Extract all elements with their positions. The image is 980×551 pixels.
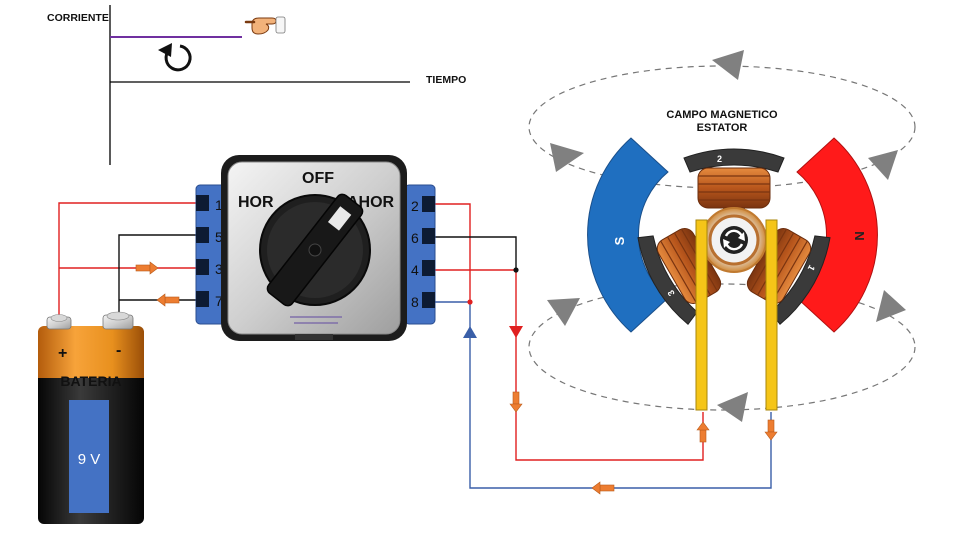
- y-axis-label: CORRIENTE: [47, 12, 109, 24]
- terminal-label: 7: [215, 293, 223, 309]
- junction-dot: [467, 299, 473, 305]
- wire-battery-minus-to-5: [118, 234, 196, 318]
- coil-label: 2: [717, 154, 722, 164]
- coil-label: 3: [666, 288, 677, 297]
- wire-2-to-8: [432, 203, 471, 302]
- battery-plus-sign: +: [58, 345, 67, 362]
- terminal-label: 6: [411, 230, 419, 246]
- terminal-label: 8: [411, 294, 419, 310]
- field-line-lower: [528, 283, 916, 411]
- rotation-arrows-icon: [723, 229, 745, 251]
- battery: + - BATERIA 9 V: [38, 311, 144, 524]
- field-arrow-icon: [550, 143, 584, 172]
- switch-position-off: OFF: [302, 170, 334, 187]
- current-flow-arrows: [135, 261, 778, 495]
- current-direction-up-triangle: [463, 326, 477, 338]
- switch-knob[interactable]: [259, 192, 371, 308]
- north-pole-magnet: [796, 137, 878, 333]
- battery-title: BATERIA: [60, 373, 121, 389]
- brush-right: [765, 219, 778, 411]
- battery-top-band: [38, 326, 144, 380]
- wire-battery-plus-to-1: [58, 202, 196, 322]
- south-pole-magnet: [587, 137, 669, 333]
- armature-coil-2: 2: [683, 148, 785, 220]
- switch-knob-indicator: [327, 206, 352, 231]
- field-title-line2: ESTATOR: [697, 122, 748, 134]
- motor-assembly: CAMPO MAGNETICO ESTATOR S N 2: [528, 50, 916, 422]
- battery-voltage: 9 V: [78, 451, 101, 468]
- current-time-graph: CORRIENTE TIEMPO: [47, 5, 466, 165]
- battery-minus-terminal: [102, 311, 134, 330]
- switch-position-hor: HOR: [238, 194, 274, 211]
- wire-6-to-4: [432, 236, 517, 270]
- junction-dot: [513, 267, 519, 273]
- flow-arrow-down-icon: [764, 419, 778, 441]
- field-arrow-icon: [712, 50, 744, 80]
- field-arrow-icon: [547, 298, 580, 326]
- flow-arrow-up-icon: [696, 421, 710, 443]
- flow-arrow-left-icon: [591, 481, 615, 495]
- terminal-label: 1: [215, 197, 223, 213]
- field-arrow-icon: [717, 392, 748, 422]
- terminal-label: 2: [411, 198, 419, 214]
- coil-label: 1: [806, 263, 817, 272]
- terminal-label: 3: [215, 261, 223, 277]
- north-pole-label: N: [852, 231, 867, 240]
- field-arrow-icon: [876, 290, 906, 322]
- flow-arrow-down-icon: [509, 391, 523, 413]
- current-direction-down-triangle: [509, 326, 523, 338]
- right-terminal-block: 2 6 4 8: [404, 184, 436, 325]
- south-pole-label: S: [612, 236, 627, 245]
- counterclockwise-arrow-icon: [158, 43, 192, 72]
- left-terminal-block: 1 5 3 7: [195, 184, 227, 325]
- field-arrow-icon: [868, 150, 898, 180]
- battery-minus-sign: -: [116, 342, 121, 359]
- rotary-switch: 1 5 3 7 2 6 4 8 OFF HOR AHOR: [195, 155, 436, 341]
- battery-plus-terminal: [46, 314, 72, 330]
- flow-arrow-left-icon: [156, 293, 180, 307]
- flow-arrow-right-icon: [135, 261, 159, 275]
- pointing-hand-icon: [244, 16, 286, 35]
- terminal-label: 5: [215, 229, 223, 245]
- terminal-label: 4: [411, 262, 419, 278]
- brush-left: [695, 219, 708, 411]
- x-axis-label: TIEMPO: [426, 74, 466, 86]
- field-direction-arrows: [547, 50, 906, 422]
- field-title-line1: CAMPO MAGNETICO: [666, 109, 778, 121]
- wire-blue-return: [469, 302, 772, 489]
- battery-label-strip: [69, 400, 109, 513]
